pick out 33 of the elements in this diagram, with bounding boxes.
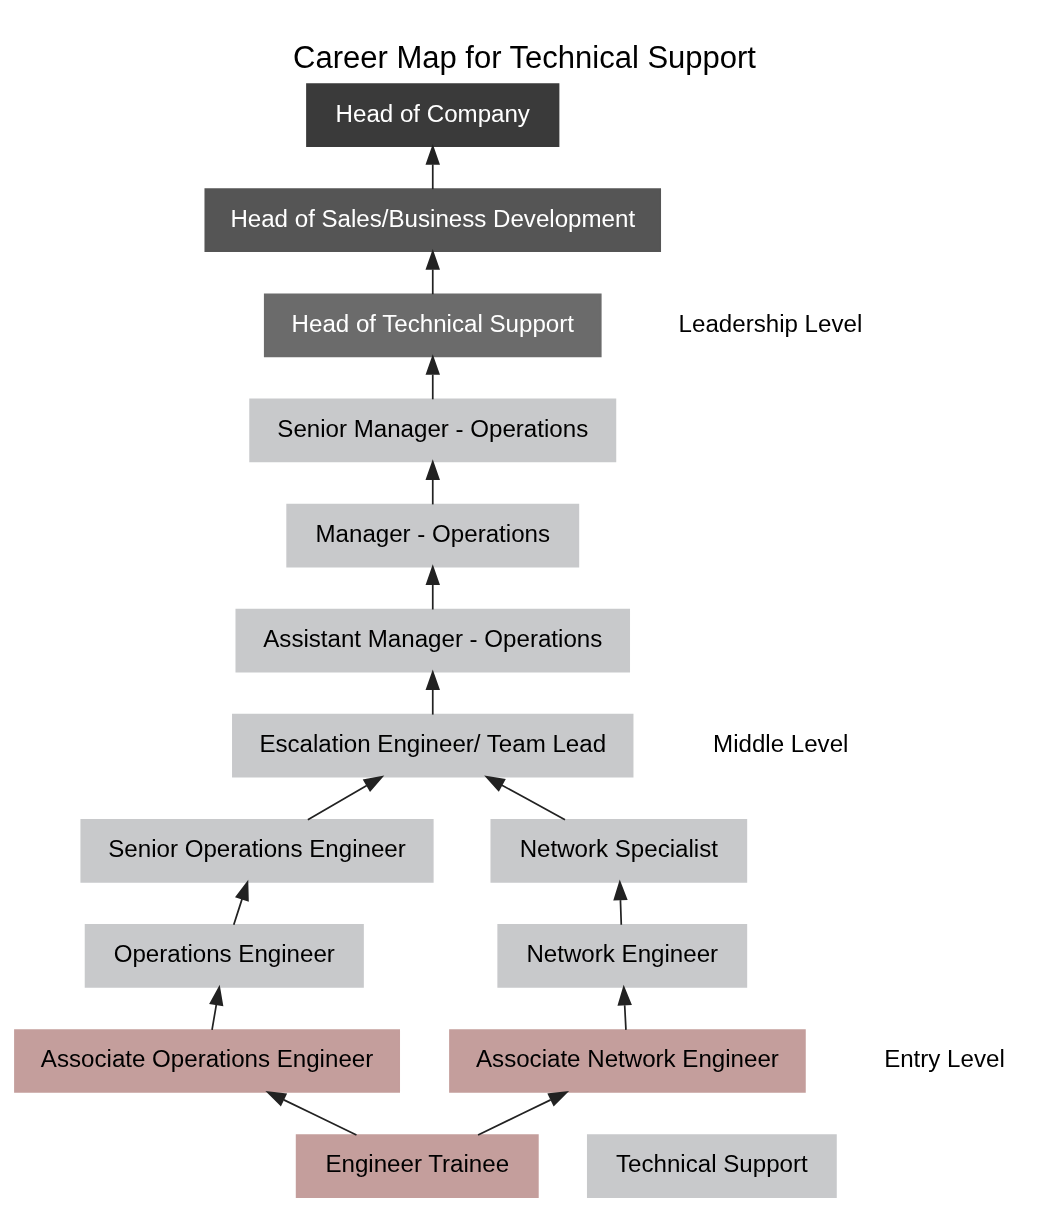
arrow	[425, 248, 440, 295]
node-box: Assistant Manager - Operations	[235, 608, 630, 672]
arrow	[425, 458, 440, 505]
node-box: Senior Operations Engineer	[80, 818, 434, 883]
label: Entry Level	[884, 1044, 1005, 1072]
arrow	[425, 563, 440, 610]
node-box: Network Specialist	[490, 818, 748, 883]
node-box: Senior Manager - Operations	[249, 398, 617, 462]
arrow	[617, 984, 632, 1031]
node-box: Associate Operations Engineer	[14, 1028, 401, 1093]
node-box: Head of Company	[306, 82, 560, 147]
node-box: Escalation Engineer/ Team Lead	[232, 713, 634, 778]
node-box: Network Engineer	[497, 923, 748, 988]
arrow	[425, 143, 440, 190]
node-box: Head of Technical Support	[263, 292, 602, 357]
arrow	[209, 984, 224, 1031]
arrow	[613, 879, 628, 926]
node-box: Operations Engineer	[84, 923, 364, 988]
arrow	[484, 775, 566, 821]
arrow	[265, 1090, 358, 1136]
arrow	[232, 879, 249, 926]
label: Middle Level	[713, 729, 849, 757]
node-box: Engineer Trainee	[295, 1133, 539, 1198]
node-box: Associate Network Engineer	[449, 1028, 806, 1093]
arrow	[425, 353, 440, 400]
node-box: Technical Support	[586, 1133, 837, 1198]
label: Leadership Level	[678, 309, 863, 337]
node-box: Head of Sales/Business Development	[204, 187, 662, 252]
node-box: Manager - Operations	[286, 503, 580, 567]
arrow	[477, 1090, 570, 1136]
diagram-title: Career Map for Technical Support	[293, 39, 756, 75]
arrow	[307, 774, 385, 821]
arrow	[425, 668, 440, 715]
